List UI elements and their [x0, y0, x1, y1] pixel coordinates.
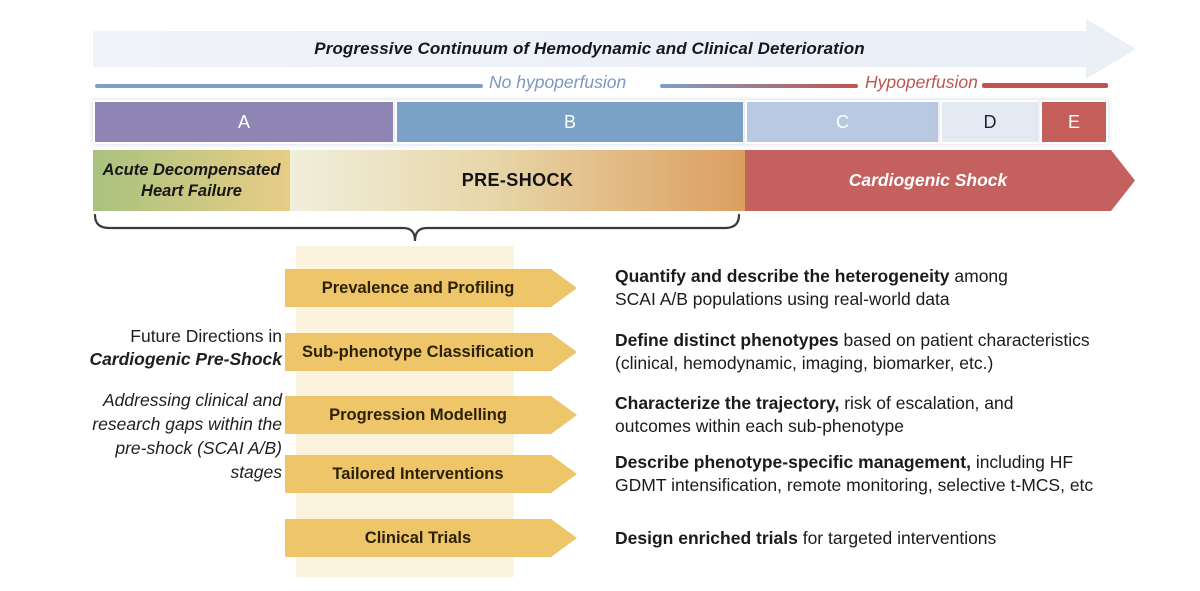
row-progression-modelling: Progression Modelling Characterize the t…	[285, 392, 1175, 438]
scai-stage-d: D	[940, 100, 1040, 144]
continuum-arrowhead-icon	[1086, 19, 1136, 79]
row-tailored-interventions: Tailored Interventions Describe phenotyp…	[285, 451, 1175, 497]
gold-arrow-label: Progression Modelling	[285, 396, 577, 434]
row-clinical-trials: Clinical Trials Design enriched trials f…	[285, 515, 1175, 561]
gold-arrow-label: Sub-phenotype Classification	[285, 333, 577, 371]
sidebar-subtitle: Addressing clinical and research gaps wi…	[92, 390, 282, 482]
row-prevalence-profiling: Prevalence and Profiling Quantify and de…	[285, 265, 1175, 311]
description-bold: Quantify and describe the heterogeneity	[615, 266, 950, 286]
no-hypoperfusion-label: No hypoperfusion	[489, 72, 627, 92]
adhf-segment: Acute Decompensated Heart Failure	[93, 150, 290, 211]
row-description: Describe phenotype-specific management, …	[615, 451, 1093, 497]
row-description: Design enriched trials for targeted inte…	[615, 527, 996, 550]
continuum-arrow-title: Progressive Continuum of Hemodynamic and…	[314, 39, 865, 58]
gold-arrow-label: Clinical Trials	[285, 519, 577, 557]
scai-stage-a: A	[93, 100, 395, 144]
description-bold: Define distinct phenotypes	[615, 330, 839, 350]
gold-arrow-label: Prevalence and Profiling	[285, 269, 577, 307]
row-description: Define distinct phenotypes based on pati…	[615, 329, 1090, 375]
description-rest: risk of escalation, and outcomes within …	[615, 393, 1014, 436]
description-rest: among SCAI A/B populations using real-wo…	[615, 266, 1008, 309]
row-description: Quantify and describe the heterogeneity …	[615, 265, 1008, 311]
description-bold: Characterize the trajectory,	[615, 393, 840, 413]
gold-arrow-label: Tailored Interventions	[285, 455, 577, 493]
description-rest: based on patient characteristics (clinic…	[615, 330, 1090, 373]
sidebar-title-line1: Future Directions in	[130, 326, 282, 346]
description-bold: Describe phenotype-specific management,	[615, 452, 971, 472]
continuum-arrow: Progressive Continuum of Hemodynamic and…	[93, 31, 1086, 67]
cardiogenic-shock-segment: Cardiogenic Shock	[745, 150, 1135, 211]
sidebar-title-line2: Cardiogenic Pre-Shock	[89, 349, 282, 369]
hypoperfusion-label: Hypoperfusion	[865, 72, 978, 92]
preshock-brace-icon	[93, 213, 741, 242]
description-rest: for targeted interventions	[797, 527, 997, 548]
description-bold: Design enriched trials	[615, 527, 798, 548]
scai-stage-bar: A B C D E	[93, 100, 1108, 144]
preshock-segment: PRE-SHOCK	[290, 150, 745, 211]
row-description: Characterize the trajectory, risk of esc…	[615, 392, 1013, 438]
scai-stage-c: C	[745, 100, 940, 144]
row-subphenotype-classification: Sub-phenotype Classification Define dist…	[285, 329, 1175, 375]
hypoperfusion-line	[982, 83, 1108, 88]
no-hypoperfusion-line	[95, 84, 483, 88]
scai-stage-b: B	[395, 100, 745, 144]
scai-stage-e: E	[1040, 100, 1108, 144]
hypoperfusion-transition-line	[660, 84, 858, 88]
clinical-continuum-bar: Acute Decompensated Heart Failure PRE-SH…	[93, 150, 1135, 211]
sidebar-future-directions: Future Directions in Cardiogenic Pre-Sho…	[56, 325, 282, 484]
description-rest: including HF GDMT intensification, remot…	[615, 452, 1094, 495]
